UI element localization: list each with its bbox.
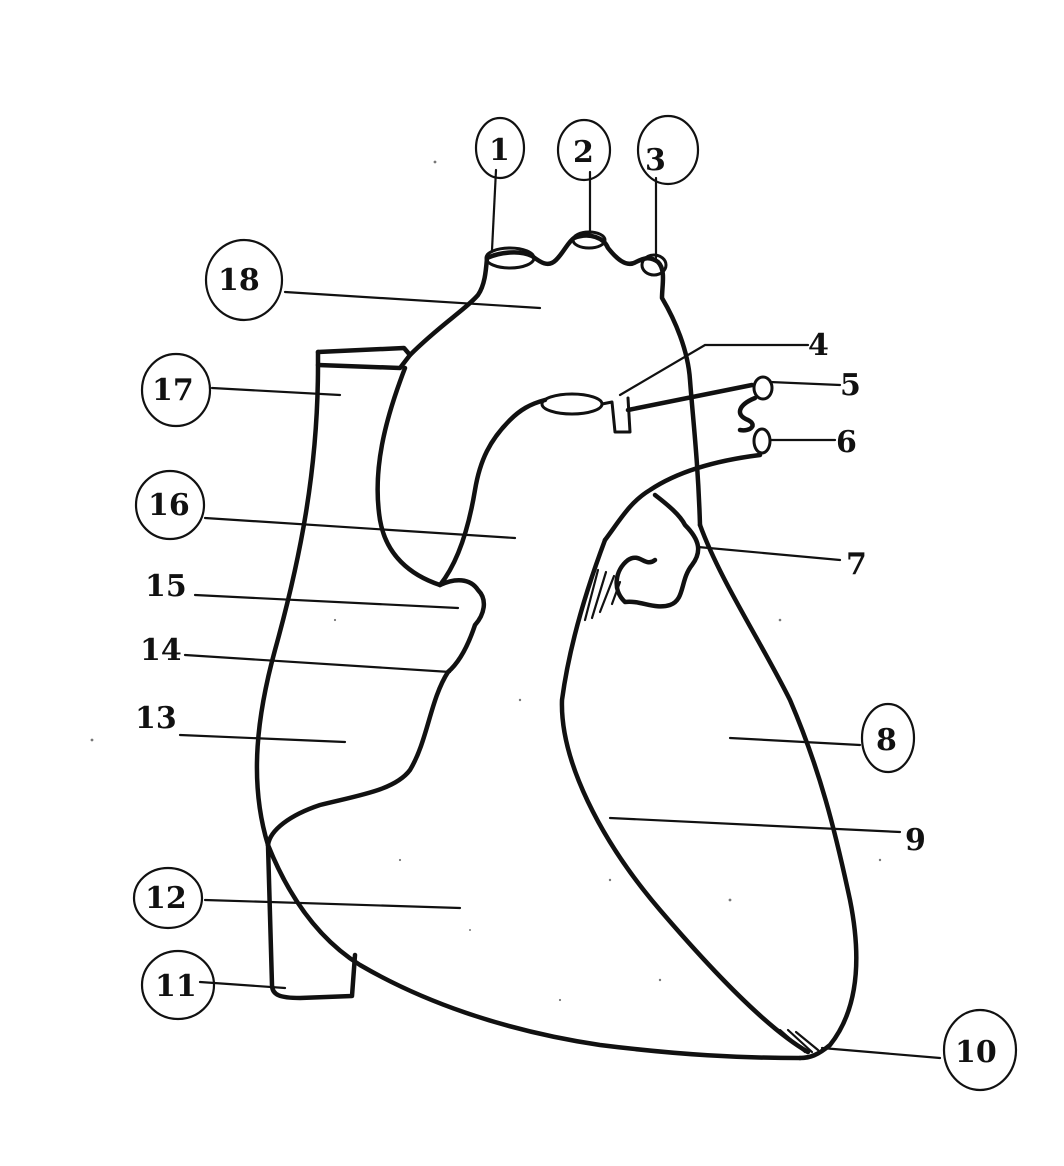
leader-7 xyxy=(696,545,842,562)
label-circles xyxy=(132,114,1018,1092)
brachiocephalic-opening xyxy=(484,246,536,270)
leader-5 xyxy=(768,380,842,387)
label-10: 10 xyxy=(955,1035,997,1070)
leader-13 xyxy=(178,733,347,744)
leader-15 xyxy=(193,593,460,610)
ligamentum-arteriosum xyxy=(600,396,632,434)
label-16: 16 xyxy=(148,488,190,523)
pulmonary-artery-upper xyxy=(625,382,755,413)
leader-4 xyxy=(618,343,810,397)
apex-hatching xyxy=(778,1028,820,1054)
label-13: 13 xyxy=(135,701,177,736)
interventricular-groove xyxy=(559,537,811,1055)
label-1: 1 xyxy=(489,133,510,168)
label-2: 2 xyxy=(573,135,594,170)
leader-9 xyxy=(608,816,902,834)
circle-2 xyxy=(556,118,612,182)
coronary-hatching xyxy=(583,568,622,622)
pulmonary-artery-lower xyxy=(602,452,763,543)
label-7: 7 xyxy=(846,547,867,582)
label-5: 5 xyxy=(840,368,861,403)
leader-14 xyxy=(183,653,452,674)
right-auricle xyxy=(437,578,487,675)
label-15: 15 xyxy=(145,569,187,604)
circle-18 xyxy=(204,238,284,322)
circle-1 xyxy=(474,116,526,180)
label-11: 11 xyxy=(155,969,197,1004)
leader-12 xyxy=(203,898,462,910)
label-6: 6 xyxy=(836,425,857,460)
leader-lines xyxy=(178,168,942,1060)
pulmonary-artery-upper-opening xyxy=(752,375,774,401)
label-17: 17 xyxy=(152,373,194,408)
circle-11 xyxy=(140,949,216,1021)
heart-outline xyxy=(254,230,859,1061)
right-atrium-border xyxy=(265,669,451,848)
subclavian-opening xyxy=(640,253,668,277)
left-ventricle-border xyxy=(697,522,859,1061)
left-auricle xyxy=(614,492,701,609)
inferior-border xyxy=(265,842,803,1061)
svc-top-rim xyxy=(315,345,413,371)
scan-noise xyxy=(90,160,882,1002)
circle-8 xyxy=(860,702,916,774)
pulmonary-trunk-left xyxy=(437,397,548,588)
circle-10 xyxy=(942,1008,1018,1092)
label-3: 3 xyxy=(645,143,666,178)
pulmonary-vein-curl xyxy=(737,395,758,433)
label-8: 8 xyxy=(876,723,897,758)
svc-right-wall xyxy=(375,365,443,588)
pulmonary-trunk-opening xyxy=(540,392,604,416)
label-4: 4 xyxy=(808,328,829,363)
label-18: 18 xyxy=(218,263,260,298)
circle-3 xyxy=(636,114,700,186)
inferior-vena-cava xyxy=(265,842,358,1001)
leader-1 xyxy=(490,168,498,252)
circle-16 xyxy=(134,469,206,541)
pulmonary-artery-lower-opening xyxy=(752,427,772,455)
label-9: 9 xyxy=(905,823,926,858)
superior-vena-cava xyxy=(254,349,321,848)
leader-16 xyxy=(203,516,517,540)
leader-10 xyxy=(820,1046,942,1060)
leader-8 xyxy=(728,736,862,747)
label-14: 14 xyxy=(140,633,182,668)
aortic-arch-outer xyxy=(407,233,703,528)
number-labels: 1 2 3 4 5 6 7 8 9 10 11 12 13 14 15 16 1… xyxy=(135,133,997,1070)
leader-18 xyxy=(283,290,542,310)
circle-17 xyxy=(140,352,212,428)
label-12: 12 xyxy=(145,881,187,916)
leader-17 xyxy=(210,386,342,397)
circle-12 xyxy=(132,866,204,930)
